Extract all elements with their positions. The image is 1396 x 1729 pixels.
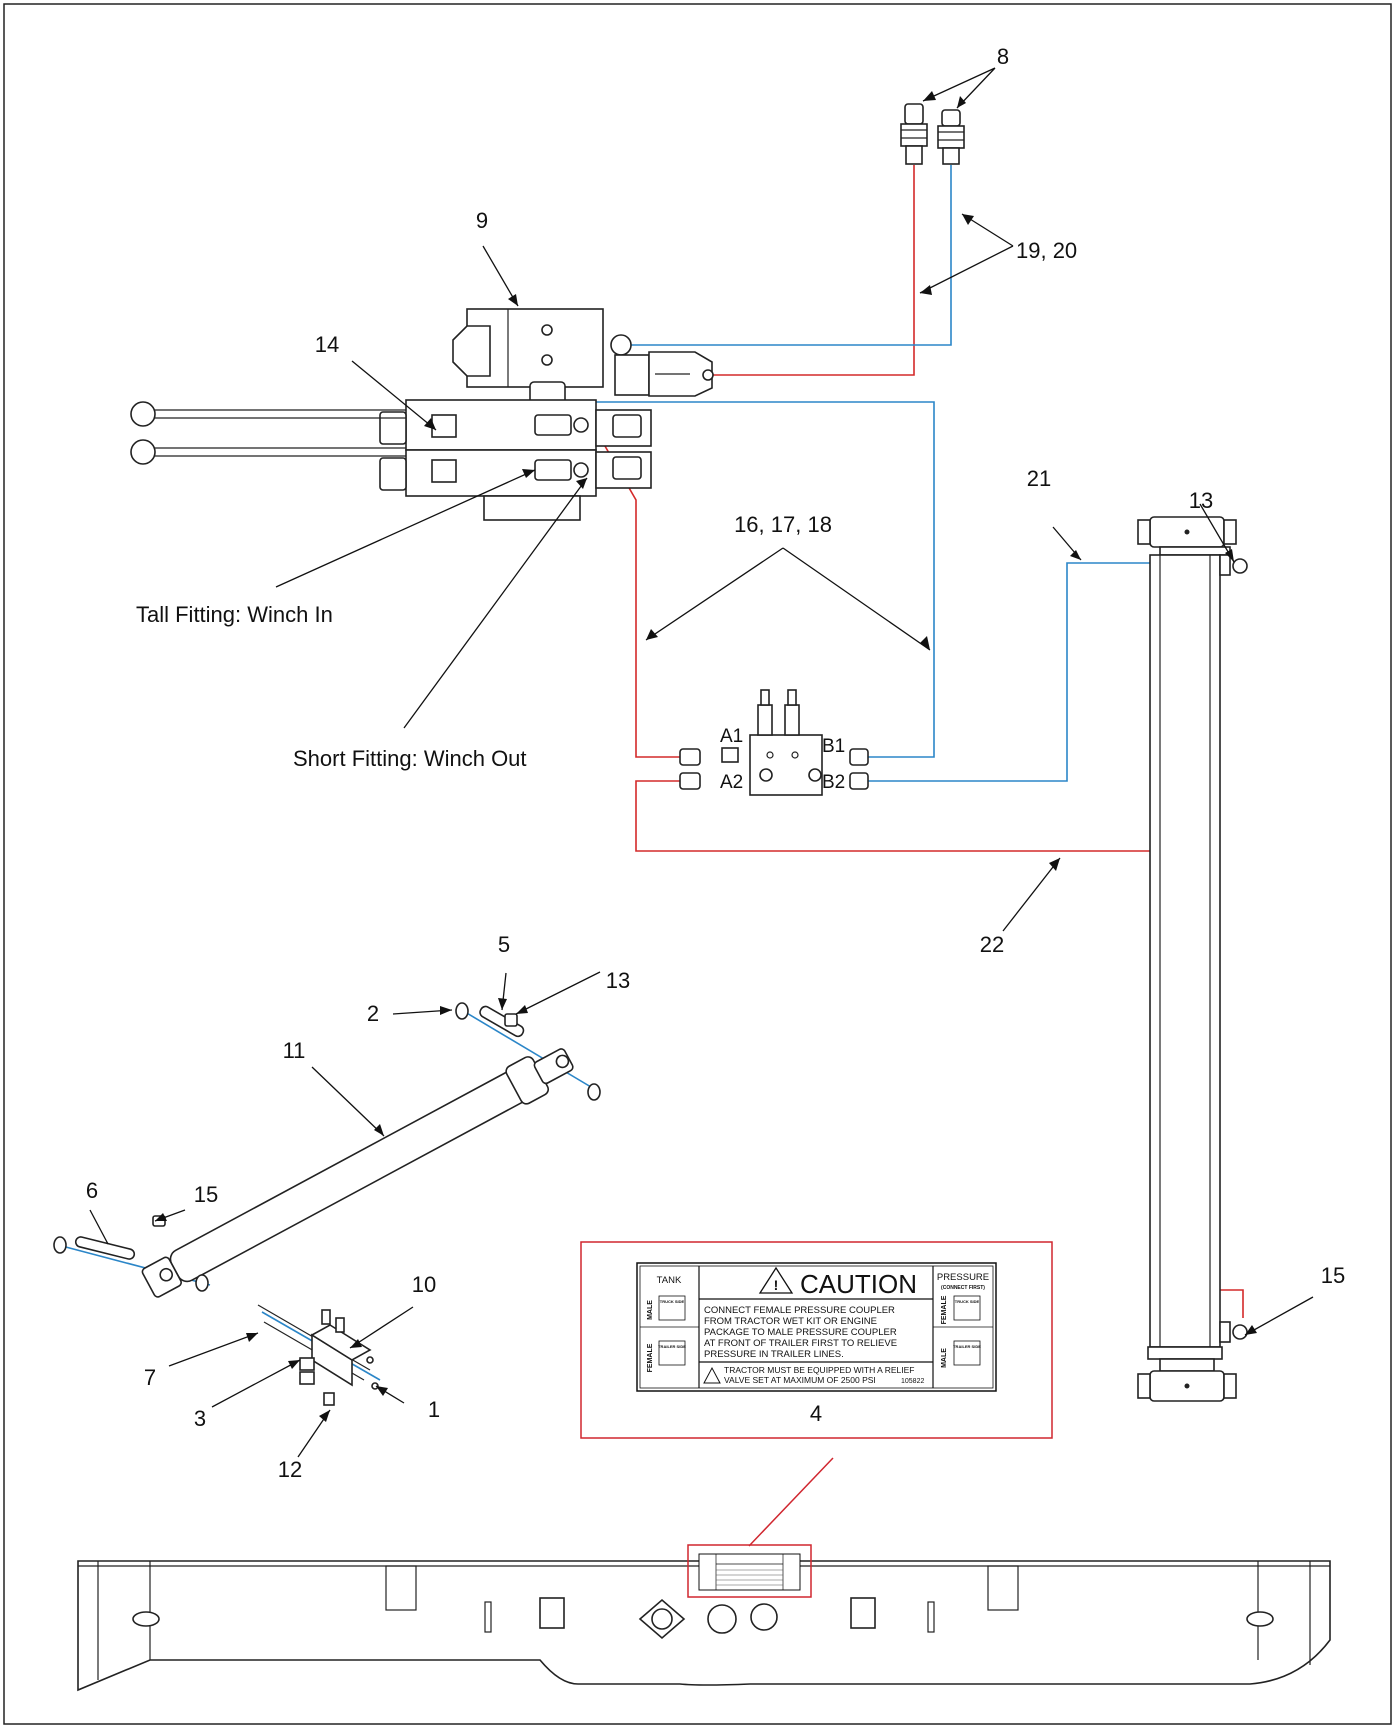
callout-3: 3 <box>194 1406 206 1431</box>
note-tall-fitting: Tall Fitting: Winch In <box>136 602 333 627</box>
callout-2: 2 <box>367 1001 379 1026</box>
decal-caution-title: CAUTION <box>800 1269 917 1299</box>
port-a1: A1 <box>720 726 743 747</box>
decal-tank-title: TANK <box>657 1275 682 1286</box>
decal-line-1: CONNECT FEMALE PRESSURE COUPLER <box>704 1305 895 1316</box>
decal-relief-2: VALVE SET AT MAXIMUM OF 2500 PSI <box>724 1375 876 1385</box>
trailer-front-view <box>77 1544 1331 1692</box>
callout-13-top: 13 <box>1189 488 1213 513</box>
pressure-hose-19 <box>707 165 915 376</box>
return-hose-20 <box>620 165 952 346</box>
callout-1: 1 <box>428 1397 440 1422</box>
decal-line-5: PRESSURE IN TRAILER LINES. <box>704 1349 844 1360</box>
callout-8: 8 <box>997 44 1009 69</box>
decal-pressure-truck: TRUCK SIDE <box>955 1299 980 1304</box>
decal-pressure-trailer: TRAILER SIDE <box>953 1344 981 1349</box>
callout-19-20: 19, 20 <box>1016 238 1077 263</box>
port-b2: B2 <box>822 772 845 793</box>
hose-lines <box>61 165 1244 1381</box>
callout-9: 9 <box>476 208 488 233</box>
leader-lines <box>89 67 1314 1458</box>
callout-16-17-18: 16, 17, 18 <box>734 512 832 537</box>
caution-decal: TANK MALE FEMALE TRUCK SIDE TRAILER SIDE… <box>636 1262 997 1392</box>
decal-tank-trailer: TRAILER SIDE <box>658 1344 686 1349</box>
callout-15-right: 15 <box>1321 1263 1345 1288</box>
detail-leader-line <box>748 1457 834 1547</box>
decal-pressure-title: PRESSURE <box>937 1272 989 1283</box>
callout-4: 4 <box>810 1401 822 1426</box>
callout-22: 22 <box>980 932 1004 957</box>
control-valve-assembly-9 <box>130 308 714 521</box>
callout-5: 5 <box>498 932 510 957</box>
callout-14: 14 <box>315 332 339 357</box>
hose-21 <box>868 562 1225 782</box>
note-short-fitting: Short Fitting: Winch Out <box>293 746 527 771</box>
decal-line-3: PACKAGE TO MALE PRESSURE COUPLER <box>704 1327 897 1338</box>
vertical-cylinder <box>1137 516 1248 1402</box>
decal-detail-box <box>580 1241 1053 1439</box>
callout-21: 21 <box>1027 466 1051 491</box>
page-border <box>3 3 1392 1725</box>
decal-pressure-female: FEMALE <box>941 1295 948 1324</box>
decal-pressure-male: MALE <box>941 1348 948 1368</box>
decal-tank-female: FEMALE <box>647 1343 654 1372</box>
port-a2: A2 <box>720 772 743 793</box>
decal-part-number: 105822 <box>901 1378 924 1385</box>
flow-divider-block <box>679 689 869 796</box>
callout-labels: 8 9 19, 20 14 21 13 16, 17, 18 22 5 2 13… <box>86 44 1345 1482</box>
callout-12: 12 <box>278 1457 302 1482</box>
decal-line-2: FROM TRACTOR WET KIT OR ENGINE <box>704 1316 877 1327</box>
callout-13-mid: 13 <box>606 968 630 993</box>
port-b1: B1 <box>822 736 845 757</box>
decal-relief-1: TRACTOR MUST BE EQUIPPED WITH A RELIEF <box>724 1365 915 1375</box>
return-hose-18 <box>590 401 935 758</box>
callout-11: 11 <box>283 1038 306 1063</box>
warning-triangle-icon <box>758 1266 794 1294</box>
callout-7: 7 <box>144 1365 156 1390</box>
decal-tank-male: MALE <box>647 1300 654 1320</box>
decal-line-4: AT FRONT OF TRAILER FIRST TO RELIEVE <box>704 1338 897 1349</box>
callout-15-left: 15 <box>194 1182 218 1207</box>
callout-6: 6 <box>86 1178 98 1203</box>
callout-10: 10 <box>412 1272 436 1297</box>
pin-axis-5 <box>459 1008 597 1091</box>
small-flow-divider-10 <box>257 1304 379 1406</box>
decal-tank-truck: TRUCK SIDE <box>660 1299 685 1304</box>
angled-cylinder-11 <box>53 1002 601 1298</box>
small-warning-icon <box>703 1366 721 1384</box>
quick-couplers-8 <box>900 103 965 165</box>
svg-text:!: ! <box>774 1277 779 1293</box>
decal-pressure-sub: (CONNECT FIRST) <box>941 1285 985 1291</box>
arrowheads <box>155 91 1257 1422</box>
